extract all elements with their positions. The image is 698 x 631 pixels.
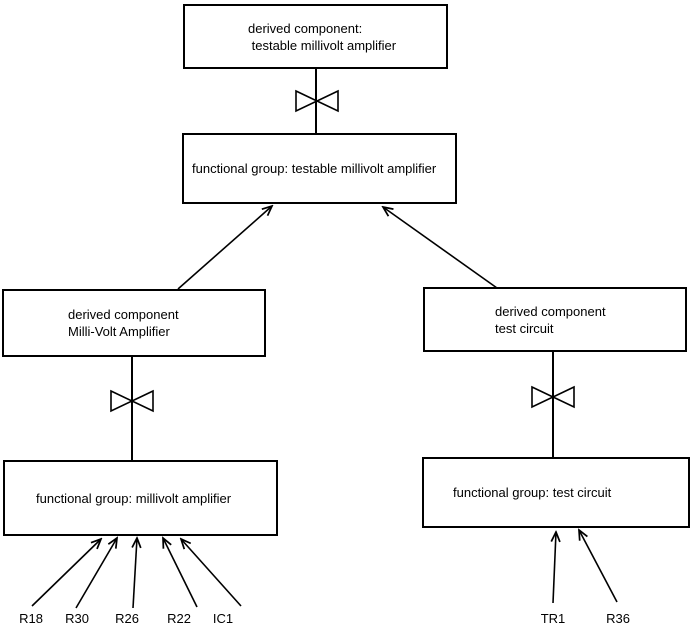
box-text-line: functional group: test circuit [453,485,612,500]
component-label-ic1: IC1 [212,611,234,626]
arrow-r18 [31,539,101,607]
arrow-r22 [163,538,198,608]
component-label-r18: R18 [19,611,43,626]
box-text-line: test circuit [495,320,554,336]
arrow-ic1 [181,539,242,607]
box-left-derived-component: derived component Milli-Volt Amplifier [2,289,266,357]
arrow-left-derived-to-root-group [177,206,272,290]
box-text-line: functional group: testable millivolt amp… [192,161,437,176]
box-root-derived-component: derived component: testable millivolt am… [183,4,448,69]
component-label-tr1: TR1 [540,611,566,626]
component-label-r22: R22 [167,611,191,626]
arrow-tr1 [553,532,556,604]
box-text-line: derived component [68,307,179,322]
box-text-line: functional group: millivolt amplifier [36,490,232,506]
box-right-derived-component: derived component test circuit [423,287,687,352]
box-text-line: Milli-Volt Amplifier [68,324,170,339]
component-label-r26: R26 [115,611,139,626]
box-text-line: testable millivolt amplifier [248,37,397,53]
box-root-functional-group: functional group: testable millivolt amp… [182,133,457,204]
box-text-line: derived component: [248,20,363,36]
arrow-right-derived-to-root-group [383,207,498,289]
box-left-functional-group: functional group: millivolt amplifier [3,460,278,536]
component-label-r30: R30 [65,611,89,626]
box-text-line: derived component [495,303,606,319]
arrow-r26 [133,538,137,609]
arrow-r30 [75,538,117,609]
component-label-r36: R36 [606,611,630,626]
box-right-functional-group: functional group: test circuit [422,457,690,528]
bowtie-icon-right [531,385,575,409]
bowtie-icon-left [110,389,154,413]
bowtie-icon-root [295,89,339,113]
arrow-r36 [579,530,618,603]
